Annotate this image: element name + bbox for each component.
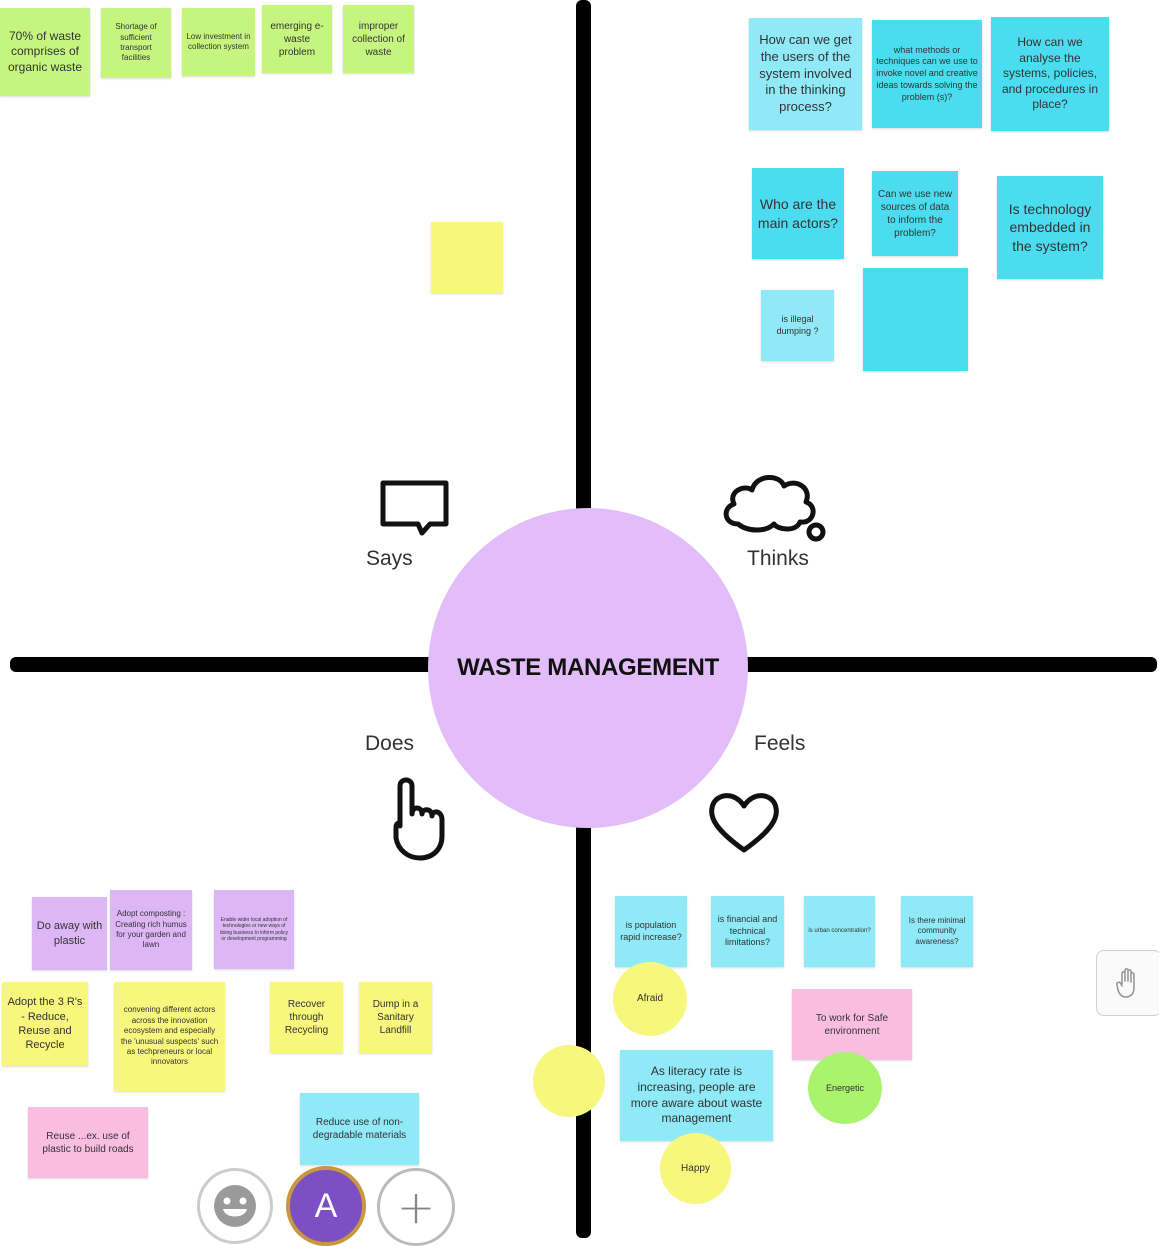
hand-icon bbox=[1116, 967, 1135, 998]
thought-cloud-icon bbox=[718, 466, 830, 551]
sticky-note[interactable]: How can we get the users of the system i… bbox=[749, 18, 862, 130]
sticky-note[interactable]: Is technology embedded in the system? bbox=[997, 176, 1103, 279]
sticky-note[interactable]: emerging e-waste problem bbox=[262, 5, 332, 73]
sticky-note[interactable]: Can we use new sources of data to inform… bbox=[872, 171, 958, 256]
center-topic-circle[interactable]: WASTE MANAGEMENT bbox=[428, 508, 748, 828]
sticky-note[interactable]: Reduce use of non-degradable materials bbox=[300, 1093, 419, 1165]
emotion-circle-empty[interactable] bbox=[533, 1045, 605, 1117]
sticky-note[interactable]: Adopt the 3 R's - Reduce, Reuse and Recy… bbox=[2, 982, 88, 1066]
avatar-letter: A bbox=[314, 1186, 338, 1225]
vertical-axis-top bbox=[576, 0, 591, 515]
sticky-note[interactable]: is financial and technical limitations? bbox=[711, 896, 784, 967]
user-avatar[interactable]: A bbox=[286, 1166, 366, 1246]
sticky-note[interactable]: is illegal dumping ? bbox=[761, 290, 834, 361]
sticky-note[interactable]: improper collection of waste bbox=[343, 5, 414, 73]
sticky-note[interactable]: Dump in a Sanitary Landfill bbox=[359, 982, 432, 1053]
sticky-note[interactable]: 70% of waste comprises of organic waste bbox=[0, 8, 90, 96]
emotion-circle[interactable]: Afraid bbox=[613, 962, 687, 1036]
sticky-note[interactable]: is urban concentration? bbox=[804, 896, 875, 967]
emotion-circle[interactable]: Energetic bbox=[808, 1052, 882, 1124]
pointing-hand-icon bbox=[388, 776, 454, 867]
sticky-note[interactable]: is population rapid increase? bbox=[615, 896, 687, 967]
sticky-note[interactable]: what methods or techniques can we use to… bbox=[872, 20, 982, 128]
says-label: Says bbox=[366, 547, 413, 570]
sticky-note[interactable]: Is there minimal community awareness? bbox=[901, 896, 973, 967]
sticky-note[interactable]: Adopt composting : Creating rich humus f… bbox=[110, 890, 192, 970]
sticky-note[interactable]: Recover through Recycling bbox=[270, 982, 343, 1053]
speech-bubble-icon bbox=[378, 478, 452, 543]
sticky-note[interactable]: Do away with plastic bbox=[32, 897, 107, 970]
plus-icon: + bbox=[396, 1180, 436, 1234]
sticky-note[interactable]: Shortage of sufficient transport facilit… bbox=[101, 8, 171, 78]
sticky-note[interactable]: Reuse ...ex. use of plastic to build roa… bbox=[28, 1107, 148, 1178]
smiley-icon bbox=[214, 1185, 256, 1227]
sticky-note[interactable]: As literacy rate is increasing, people a… bbox=[620, 1050, 773, 1141]
sticky-note[interactable]: Low investment in collection system bbox=[182, 8, 255, 76]
sticky-note[interactable]: convening different actors across the in… bbox=[114, 982, 225, 1091]
thinks-label: Thinks bbox=[747, 547, 809, 570]
heart-icon bbox=[706, 788, 782, 861]
does-label: Does bbox=[365, 732, 415, 755]
emoji-reaction-button[interactable] bbox=[197, 1168, 273, 1244]
vertical-axis-bottom bbox=[576, 820, 591, 1238]
sticky-note[interactable]: Who are the main actors? bbox=[752, 168, 844, 259]
center-title: WASTE MANAGEMENT bbox=[457, 654, 719, 681]
sticky-note-empty[interactable] bbox=[431, 222, 503, 293]
sticky-note-empty[interactable] bbox=[863, 268, 968, 371]
pan-tool-button[interactable] bbox=[1096, 950, 1159, 1016]
feels-label: Feels bbox=[754, 732, 806, 755]
horizontal-axis-right bbox=[742, 657, 1157, 672]
sticky-note[interactable]: Enable wider local adoption of technolog… bbox=[214, 890, 294, 969]
add-button[interactable]: + bbox=[377, 1168, 455, 1246]
horizontal-axis-left bbox=[10, 657, 435, 672]
emotion-circle[interactable]: Happy bbox=[660, 1133, 731, 1204]
sticky-note[interactable]: To work for Safe environment bbox=[792, 989, 912, 1060]
sticky-note[interactable]: How can we analyse the systems, policies… bbox=[991, 17, 1109, 131]
